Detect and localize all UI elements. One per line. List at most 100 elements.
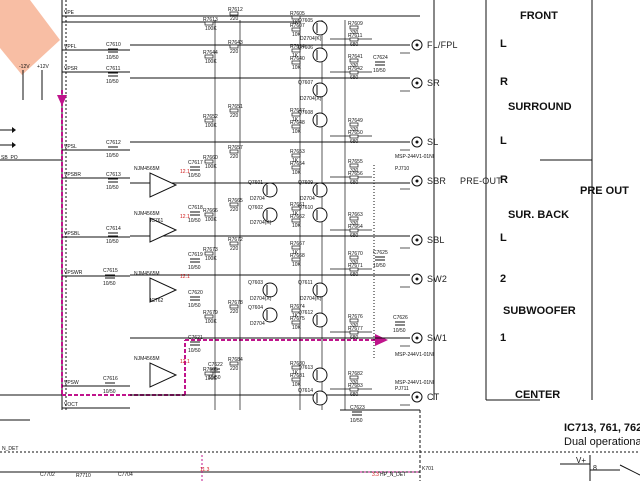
connector-label: MSP-244V1-01NI [395, 380, 434, 386]
capacitor-label: C7621 [188, 335, 203, 341]
resistor-label: R7612 [228, 7, 243, 13]
value-label: 10K [292, 32, 302, 38]
c7702-label: C7702 [40, 472, 55, 478]
value-label: 1K [292, 117, 299, 123]
jack-label: SBR [427, 176, 446, 186]
jack-center [415, 179, 419, 183]
transistor-label: Q7611 [298, 280, 313, 286]
value-label: 10/50 [106, 55, 119, 61]
resistor-symbol [349, 267, 359, 272]
resistor-symbol [204, 251, 214, 256]
resistor-label: R7648 [290, 120, 305, 126]
v113-label: 11.3 [200, 467, 210, 473]
value-label: 10/50 [350, 418, 363, 424]
group-sub-ch-1: 1 [500, 332, 507, 344]
value-label: 10/50 [188, 265, 201, 271]
value-label: 10/50 [373, 68, 386, 74]
resistor-symbol [291, 257, 301, 262]
capacitor-label: C7616 [103, 376, 118, 382]
group-sub-ch-2: 2 [500, 273, 507, 285]
value-label: 680 [350, 42, 359, 48]
transistor-symbol [312, 47, 328, 63]
signal-label: VPSWR [64, 270, 83, 276]
signal-label: VPE [64, 10, 75, 16]
resistor-symbol [291, 245, 301, 250]
voltage-label: 12.1 [180, 359, 190, 365]
resistor-symbol [349, 25, 359, 30]
resistor-symbol [349, 375, 359, 380]
vplus-label: V+ [576, 456, 586, 465]
resistor-symbol [349, 37, 359, 42]
value-label: 10K [292, 65, 302, 71]
transistor-symbol [312, 112, 328, 128]
value-label: 330 [350, 380, 359, 386]
value-label: 680 [350, 233, 359, 239]
diode-label: D2704 [250, 196, 265, 202]
resistor-label: R7656 [348, 171, 363, 177]
group-surround-ch-l: L [500, 135, 507, 147]
svg-text:SB_PO: SB_PO [1, 155, 18, 161]
transistor-label: Q7612 [298, 310, 313, 316]
resistor-symbol [229, 11, 239, 16]
resistor-symbol [291, 308, 301, 313]
value-label: 10K [292, 170, 302, 176]
signal-label: VOCT [64, 402, 78, 408]
resistor-symbol [204, 212, 214, 217]
value-label: 680 [350, 335, 359, 341]
group-surback: SUR. BACK [508, 209, 570, 221]
resistor-label: R7651 [228, 104, 243, 110]
bottom-area [0, 409, 640, 481]
resistor-symbol [349, 175, 359, 180]
resistor-symbol [349, 387, 359, 392]
value-label: 10/50 [106, 153, 119, 159]
connector-label: MSP-244V1-01NI [395, 154, 434, 160]
resistor-label: R7607 [290, 23, 305, 29]
resistor-label: R7655 [348, 159, 363, 165]
value-label: 220 [230, 246, 239, 252]
value-label: 100K [205, 319, 217, 325]
group-front: FRONT [520, 10, 558, 22]
capacitor-label: C7624 [373, 55, 388, 61]
ic-label: IC761 [150, 218, 164, 224]
jack-label: CT [427, 392, 440, 402]
resistor-symbol [229, 149, 239, 154]
resistor-label: R7605 [290, 11, 305, 17]
transistor-label: Q7602 [248, 205, 263, 211]
resistor-symbol [349, 122, 359, 127]
value-label: 100K [205, 164, 217, 170]
top-rails [61, 0, 420, 410]
signal-label: VPSBL [64, 231, 80, 237]
value-label: 100K [205, 59, 217, 65]
transistor-label: Q7613 [298, 365, 313, 371]
transistor-symbol [312, 312, 328, 328]
ic-label: IC762 [150, 298, 164, 304]
resistor-label: R7613 [203, 17, 218, 23]
group-surround: SURROUND [508, 101, 572, 113]
resistor-symbol [291, 153, 301, 158]
resistor-label: R7674 [290, 304, 305, 310]
resistor-symbol [291, 48, 301, 53]
resistor-label: R7664 [348, 224, 363, 230]
resistor-label: R7647 [290, 108, 305, 114]
resistor-label: R7609 [348, 21, 363, 27]
resistor-label: R7644 [203, 50, 218, 56]
jack-center [415, 238, 419, 242]
jack-center [415, 395, 419, 399]
resistor-symbol [291, 165, 301, 170]
resistor-symbol [349, 255, 359, 260]
resistor-label: R7680 [290, 361, 305, 367]
group-surback-ch-r: R [500, 174, 508, 186]
value-label: 680 [350, 272, 359, 278]
group-center: CENTER [515, 389, 561, 401]
voltage-label: 12.1 [180, 169, 190, 175]
transistor-symbol [312, 20, 328, 36]
opamp-symbol [149, 217, 178, 243]
value-label: 330 [350, 63, 359, 69]
resistor-label: R7672 [228, 237, 243, 243]
resistor-label: R7663 [348, 212, 363, 218]
group-surback-ch-l: L [500, 232, 507, 244]
resistor-label: R7666 [203, 208, 218, 214]
capacitor-label: C7619 [188, 252, 203, 258]
capacitor-label: C7622 [208, 362, 223, 368]
